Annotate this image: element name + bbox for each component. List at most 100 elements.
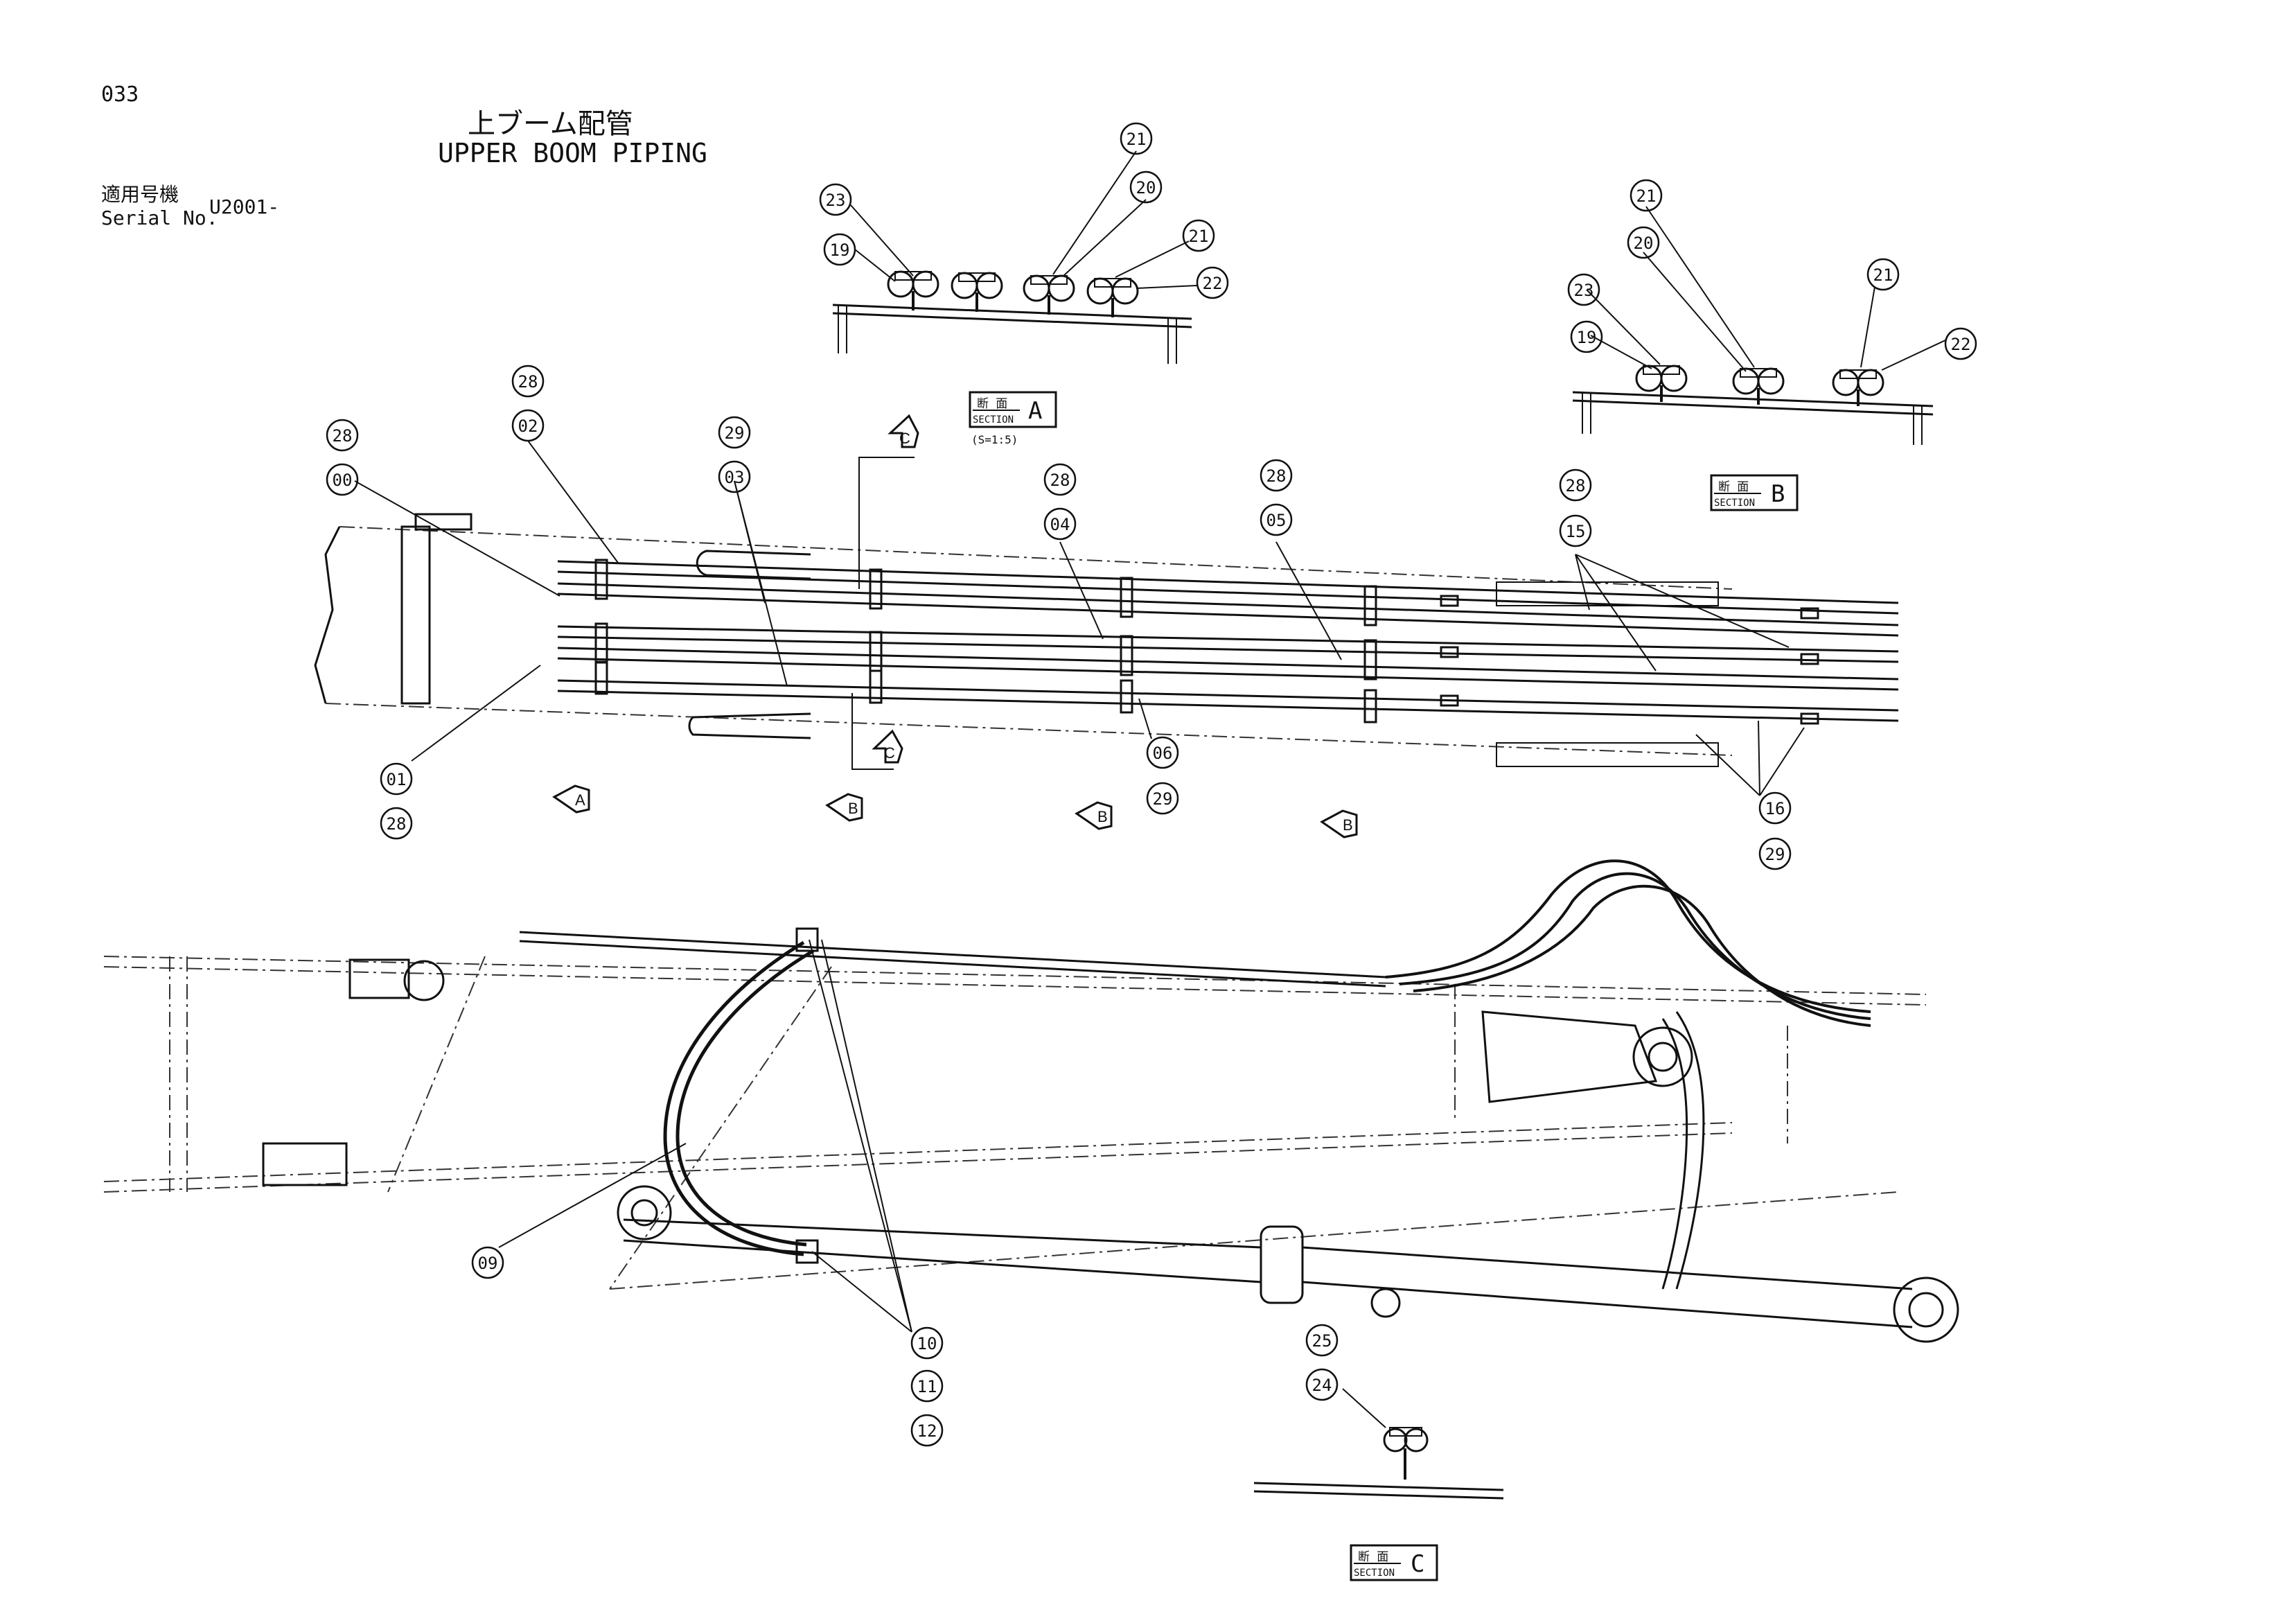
section-c-word: SECTION — [1354, 1568, 1395, 1579]
section-a-kanji: 断 面 — [977, 397, 1007, 411]
svg-text:23: 23 — [826, 191, 846, 210]
balloon-29: 29 — [1146, 782, 1179, 815]
svg-text:22: 22 — [1203, 274, 1223, 293]
balloon-28: 28 — [380, 807, 413, 840]
balloon-28: 28 — [326, 419, 359, 452]
view-arrow-b-3: B — [1320, 809, 1358, 839]
svg-text:28: 28 — [387, 814, 407, 834]
svg-text:10: 10 — [917, 1334, 937, 1353]
svg-text:B: B — [1097, 808, 1108, 825]
balloon-06: 06 — [1146, 736, 1179, 769]
pipe-clamps-top-view — [594, 559, 1377, 723]
section-b-letter: B — [1771, 480, 1785, 508]
section-a-letter: A — [1028, 397, 1042, 425]
svg-text:28: 28 — [518, 372, 538, 392]
balloon-22: 22 — [1944, 327, 1977, 360]
boom-top-view — [314, 457, 1899, 770]
svg-text:19: 19 — [1577, 328, 1597, 347]
page-number: 033 — [101, 82, 139, 107]
balloon-21: 21 — [1182, 219, 1215, 252]
svg-text:21: 21 — [1636, 186, 1657, 206]
serial-label-english: Serial No. — [101, 207, 218, 229]
section-b-kanji: 断 面 — [1718, 480, 1749, 494]
svg-text:19: 19 — [830, 240, 850, 260]
section-a-scale: (S=1:5) — [971, 433, 1018, 446]
balloon-29: 29 — [718, 416, 751, 449]
balloon-21: 21 — [1630, 179, 1663, 212]
section-b-word: SECTION — [1714, 498, 1755, 509]
hose-loops-top-view — [688, 457, 915, 770]
section-a-label: 断 面 SECTION A (S=1:5) — [969, 391, 1057, 446]
title-english: UPPER BOOM PIPING — [438, 138, 707, 168]
clamp-b2 — [1732, 367, 1785, 405]
svg-text:16: 16 — [1765, 799, 1785, 818]
boom-side-view — [103, 956, 1959, 1343]
svg-text:02: 02 — [518, 416, 538, 436]
svg-text:28: 28 — [1266, 466, 1287, 486]
svg-text:05: 05 — [1266, 511, 1287, 530]
clamp-3 — [1023, 274, 1075, 315]
serial-value: U2001- — [209, 195, 279, 218]
balloon-00: 00 — [326, 463, 359, 496]
section-b-clamp-detail — [1572, 365, 1934, 445]
svg-text:03: 03 — [725, 468, 745, 487]
view-arrow-b-1: B — [825, 793, 863, 822]
side-view-piping — [519, 859, 1871, 1290]
svg-text:01: 01 — [387, 770, 407, 789]
pipe-bundle — [557, 560, 1899, 722]
svg-text:09: 09 — [478, 1254, 498, 1273]
section-b-label: 断 面 SECTION B — [1710, 474, 1799, 511]
balloon-28: 28 — [1043, 463, 1077, 496]
svg-text:12: 12 — [917, 1421, 937, 1441]
title-japanese: 上ブーム配管 — [468, 108, 633, 140]
hose-fittings-right — [1440, 595, 1819, 725]
boom-hose-09 — [663, 927, 819, 1264]
balloon-19: 19 — [1570, 320, 1603, 353]
clamp-1 — [887, 270, 939, 310]
balloon-29: 29 — [1758, 837, 1792, 870]
balloon-15: 15 — [1559, 514, 1592, 547]
balloon-20: 20 — [1129, 170, 1163, 204]
balloon-12: 12 — [910, 1414, 944, 1447]
view-arrow-b-2: B — [1075, 801, 1113, 830]
balloon-11: 11 — [910, 1369, 944, 1403]
svg-text:B: B — [1343, 816, 1353, 834]
balloon-03: 03 — [718, 460, 751, 493]
svg-text:04: 04 — [1050, 515, 1070, 534]
balloon-20: 20 — [1627, 226, 1660, 259]
clamp-2 — [951, 272, 1003, 312]
svg-text:06: 06 — [1153, 744, 1173, 763]
balloon-09: 09 — [471, 1246, 504, 1279]
balloon-21: 21 — [1866, 258, 1900, 291]
svg-text:28: 28 — [333, 426, 353, 446]
svg-text:B: B — [848, 800, 858, 817]
balloon-24: 24 — [1305, 1368, 1339, 1401]
section-c-letter: C — [1411, 1550, 1424, 1578]
svg-text:20: 20 — [1136, 178, 1156, 198]
svg-text:11: 11 — [917, 1377, 937, 1396]
svg-text:23: 23 — [1574, 281, 1594, 300]
svg-text:29: 29 — [1153, 789, 1173, 809]
svg-text:C: C — [899, 430, 910, 447]
clamp-4 — [1086, 277, 1139, 317]
balloon-10: 10 — [910, 1326, 944, 1360]
balloon-28: 28 — [1559, 468, 1592, 502]
svg-text:25: 25 — [1312, 1331, 1332, 1351]
clamp-b1 — [1635, 365, 1688, 402]
view-arrow-c-upper: C — [888, 414, 919, 448]
svg-text:A: A — [575, 791, 585, 809]
balloon-25: 25 — [1305, 1324, 1339, 1357]
balloon-04: 04 — [1043, 507, 1077, 541]
clamp-b3 — [1832, 369, 1884, 406]
balloon-22: 22 — [1196, 266, 1229, 299]
part-balloons: 21 20 21 22 23 19 21 20 21 22 23 19 28 0… — [326, 122, 1977, 1447]
svg-text:C: C — [884, 744, 895, 762]
svg-text:21: 21 — [1189, 227, 1209, 246]
view-arrow-a: A — [552, 784, 590, 814]
svg-text:21: 21 — [1127, 130, 1147, 149]
svg-text:00: 00 — [333, 471, 353, 490]
section-c-kanji: 断 面 — [1358, 1550, 1388, 1564]
balloon-19: 19 — [823, 233, 856, 266]
